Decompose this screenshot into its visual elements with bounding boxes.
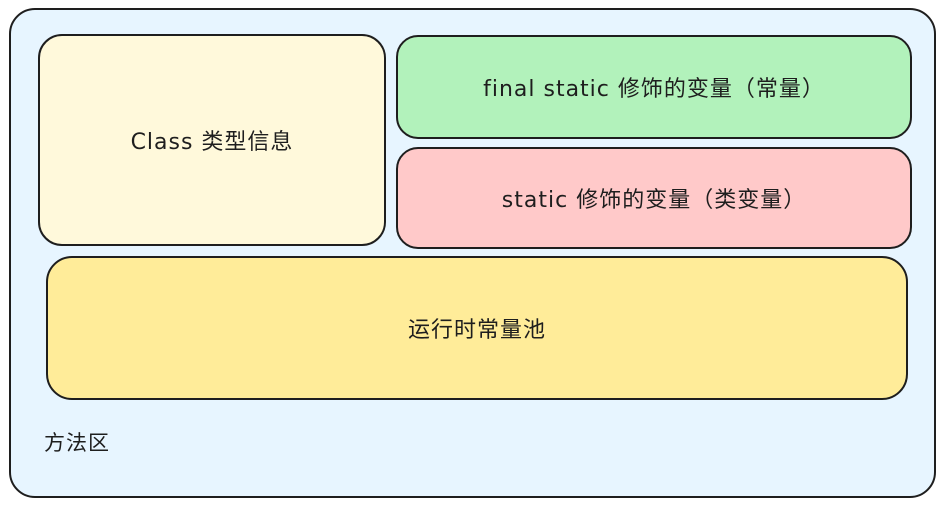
class-info-block: Class 类型信息 bbox=[38, 34, 386, 246]
runtime-constant-pool-label: 运行时常量池 bbox=[407, 318, 546, 343]
runtime-constant-pool-block: 运行时常量池 bbox=[46, 256, 908, 400]
method-area-label: 方法区 bbox=[44, 431, 110, 455]
final-static-label: final static 修饰的变量（常量） bbox=[483, 77, 825, 102]
static-variable-block: static 修饰的变量（类变量） bbox=[396, 147, 912, 249]
static-variable-label: static 修饰的变量（类变量） bbox=[501, 188, 807, 213]
final-static-block: final static 修饰的变量（常量） bbox=[396, 35, 912, 139]
class-info-label: Class 类型信息 bbox=[130, 130, 294, 155]
